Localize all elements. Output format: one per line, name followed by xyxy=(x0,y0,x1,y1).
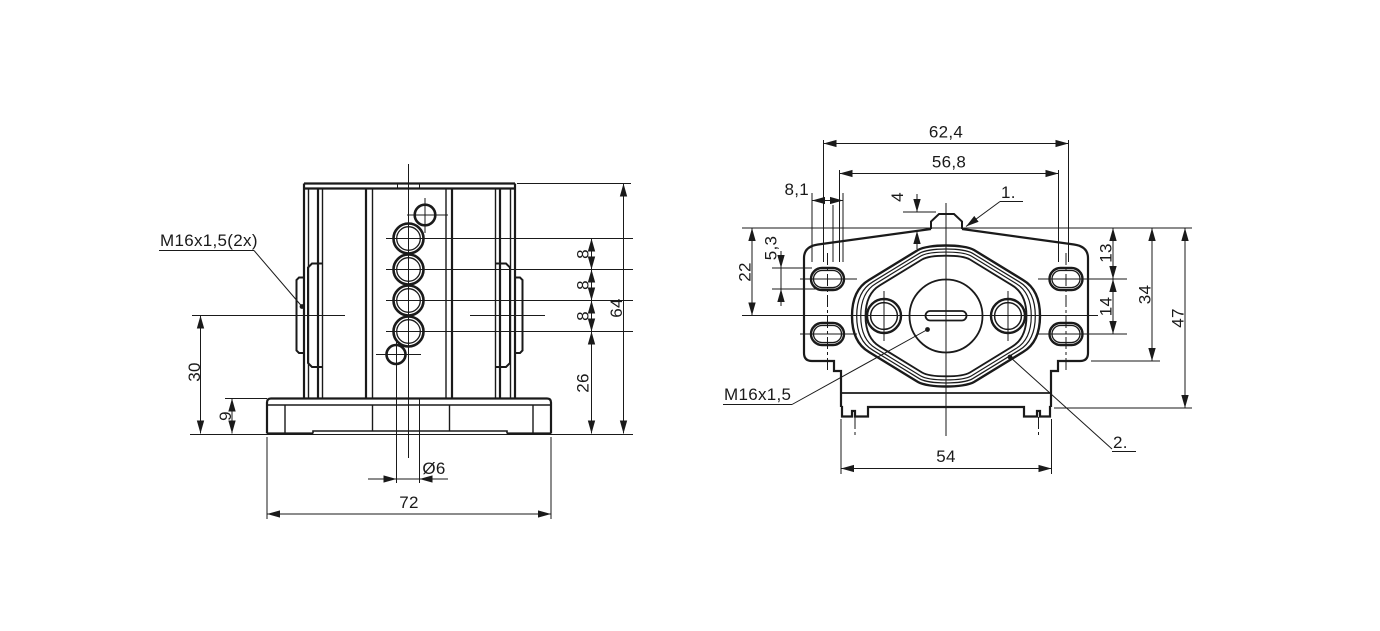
side-callout-2: 2. xyxy=(1007,354,1136,452)
leader-dot xyxy=(299,304,305,309)
side-centerlines xyxy=(742,140,1192,474)
side-right-bracket xyxy=(961,227,1090,407)
front-dim-hole-pitch-3: 8 xyxy=(574,311,593,321)
side-dim-base-width: 54 xyxy=(936,447,956,466)
front-dim-overall-height: 64 xyxy=(607,298,626,318)
leader-dot xyxy=(925,327,930,332)
side-dim-hole-offset: 13 xyxy=(1097,243,1116,263)
side-dim-slot-width: 5,3 xyxy=(762,236,781,261)
front-dim-overall-width: 72 xyxy=(399,493,419,512)
side-dimensions: 62,4 56,8 8,1 4 22 5,3 13 14 34 47 54 xyxy=(736,123,1189,473)
front-thread-callout: M16x1,5(2x) xyxy=(159,231,305,309)
front-dim-lowest-hole-height: 26 xyxy=(574,373,593,393)
front-dim-port-center-height: 30 xyxy=(185,362,204,382)
front-body-outline xyxy=(302,182,517,399)
side-thread-callout: M16x1,5 xyxy=(723,327,930,405)
side-dim-inner-width: 56,8 xyxy=(932,153,966,172)
side-dim-slot-length: 8,1 xyxy=(784,180,809,199)
front-dim-hole-diameter: Ø6 xyxy=(422,459,445,478)
side-callout-1-label: 1. xyxy=(1001,183,1016,202)
front-thread-note: M16x1,5(2x) xyxy=(160,231,258,250)
side-thread-note: M16x1,5 xyxy=(724,385,791,404)
side-dim-bracket-height: 34 xyxy=(1136,285,1155,305)
side-callout-2-label: 2. xyxy=(1113,433,1128,452)
leader-dot xyxy=(1007,354,1013,360)
front-dim-hole-pitch-1: 8 xyxy=(574,249,593,259)
side-dim-center-height: 22 xyxy=(736,262,755,282)
front-dim-base-height: 9 xyxy=(216,411,235,421)
side-left-bracket xyxy=(802,227,932,407)
side-dim-outer-width: 62,4 xyxy=(929,123,963,142)
front-holes xyxy=(385,203,437,366)
front-dim-hole-pitch-2: 8 xyxy=(574,280,593,290)
side-dim-overall-height: 47 xyxy=(1169,308,1188,328)
front-centerlines xyxy=(190,164,633,519)
front-view: 72 Ø6 30 9 8 8 8 26 64 M16x1,5(2x) xyxy=(159,164,633,519)
side-dim-tab-height: 4 xyxy=(888,192,907,202)
side-view: 62,4 56,8 8,1 4 22 5,3 13 14 34 47 54 xyxy=(723,123,1192,474)
front-dimensions: 72 Ø6 30 9 8 8 8 26 64 xyxy=(185,183,628,518)
side-callout-1: 1. xyxy=(965,183,1023,227)
side-dim-hole-pitch: 14 xyxy=(1097,297,1116,317)
